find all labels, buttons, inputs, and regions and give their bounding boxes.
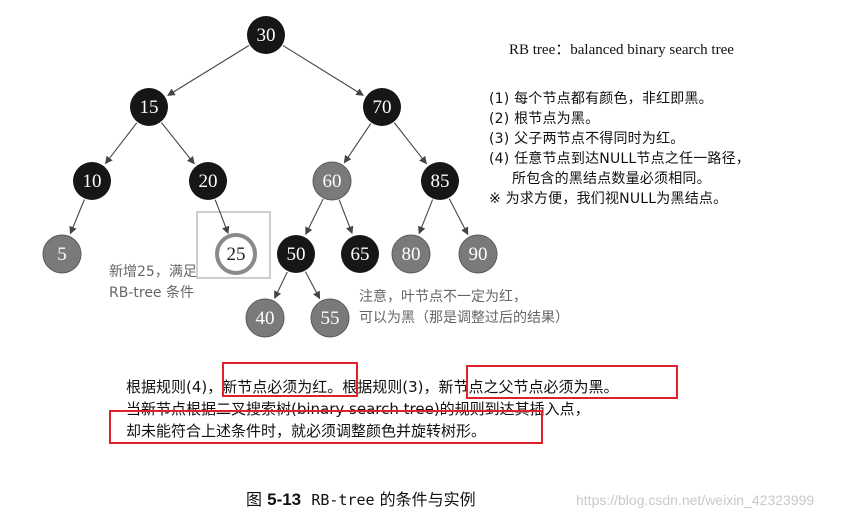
tree-node-circle-85 bbox=[421, 162, 459, 200]
bottom-line-1-highlight-a: 新节点必须为红 bbox=[222, 378, 328, 396]
caption-code: RB-tree bbox=[311, 491, 375, 509]
tree-node-label-55: 55 bbox=[321, 308, 340, 329]
tree-node-55: 55 bbox=[310, 298, 350, 338]
tree-node-label-20: 20 bbox=[199, 171, 218, 192]
tree-node-circle-30 bbox=[247, 16, 285, 54]
tree-node-circle-90 bbox=[458, 234, 498, 274]
tree-node-label-15: 15 bbox=[140, 97, 159, 118]
watermark: https://blog.csdn.net/weixin_42323999 bbox=[576, 492, 815, 508]
rule-4-continued: 所包含的黑结点数量必须相同。 bbox=[512, 171, 711, 187]
tree-node-circle-25 bbox=[215, 233, 257, 275]
tree-node-30: 30 bbox=[247, 16, 285, 54]
tree-edge-20-25 bbox=[214, 199, 230, 235]
bottom-line-1-part-a: 根据规则(4)， bbox=[126, 378, 223, 396]
tree-node-label-10: 10 bbox=[83, 171, 102, 192]
tree-node-label-60: 60 bbox=[323, 171, 342, 192]
tree-node-label-30: 30 bbox=[257, 25, 276, 46]
tree-node-circle-55 bbox=[310, 298, 350, 338]
tree-node-circle-80 bbox=[391, 234, 431, 274]
tree-edge-10-5 bbox=[69, 199, 85, 235]
leaf-note-line-2: 可以为黑（那是调整过后的结果） bbox=[359, 310, 569, 326]
tree-node-label-25: 25 bbox=[227, 244, 246, 265]
tree-node-50: 50 bbox=[277, 235, 315, 273]
leaf-note: 注意，叶节点不一定为红， 可以为黑（那是调整过后的结果） bbox=[359, 287, 569, 329]
tree-edge-60-50 bbox=[305, 198, 324, 235]
figure-caption: 图 5-13 RB-tree 的条件与实例 bbox=[246, 486, 476, 510]
tree-node-15: 15 bbox=[130, 88, 168, 126]
tree-edge-30-15 bbox=[167, 45, 250, 96]
tree-node-circle-5 bbox=[42, 234, 82, 274]
tree-node-80: 80 bbox=[391, 234, 431, 274]
bottom-line-2: 当新节点根据二叉搜索树(binary search tree)的规则到达其插入点… bbox=[126, 400, 590, 418]
bottom-line-1: 根据规则(4)，新节点必须为红。根据规则(3)，新节点之父节点必须为黑。 bbox=[126, 376, 619, 397]
bottom-line-1-part-c: 。根据规则(3)， bbox=[327, 378, 439, 396]
tree-node-label-80: 80 bbox=[402, 244, 421, 265]
tree-node-5: 5 bbox=[42, 234, 82, 274]
caption-number: 5-13 bbox=[267, 490, 302, 509]
tree-node-20: 20 bbox=[189, 162, 227, 200]
tree-node-10: 10 bbox=[73, 162, 111, 200]
highlight-box-adjust-rotate bbox=[109, 410, 543, 444]
bottom-line-3: 却未能符合上述条件时，就必须调整颜色并旋转树形。 bbox=[126, 422, 487, 440]
tree-edge-15-10 bbox=[104, 122, 138, 165]
tree-node-25: 25 bbox=[215, 233, 257, 275]
tree-node-circle-20 bbox=[189, 162, 227, 200]
rules-title: RB tree：balanced binary search tree bbox=[509, 42, 734, 58]
rule-2: (2) 根节点为黑。 bbox=[489, 111, 600, 127]
tree-edge-50-55 bbox=[304, 271, 321, 300]
highlight-box-parent-black bbox=[466, 365, 678, 399]
tree-node-label-40: 40 bbox=[256, 308, 275, 329]
tree-edge-15-20 bbox=[161, 122, 195, 165]
rule-4: (4) 任意节点到达NULL节点之任一路径， bbox=[489, 151, 750, 167]
tree-node-label-65: 65 bbox=[351, 244, 370, 265]
tree-node-circle-65 bbox=[341, 235, 379, 273]
tree-node-60: 60 bbox=[312, 161, 352, 201]
tree-node-label-50: 50 bbox=[287, 244, 306, 265]
tree-edge-85-90 bbox=[448, 198, 469, 236]
tree-edge-60-65 bbox=[338, 199, 354, 235]
tree-node-label-5: 5 bbox=[57, 244, 67, 265]
tree-node-70: 70 bbox=[363, 88, 401, 126]
tree-node-circle-15 bbox=[130, 88, 168, 126]
tree-edge-70-85 bbox=[393, 122, 427, 165]
tree-node-circle-60 bbox=[312, 161, 352, 201]
tree-node-label-85: 85 bbox=[431, 171, 450, 192]
tree-node-circle-10 bbox=[73, 162, 111, 200]
tree-node-circle-40 bbox=[245, 298, 285, 338]
tree-node-label-90: 90 bbox=[469, 244, 488, 265]
highlight-box-new-node-red bbox=[222, 362, 358, 397]
rule-note: ※ 为求方便，我们视NULL为黑结点。 bbox=[489, 191, 728, 207]
bottom-line-1-highlight-b: 新节点之父节点必须为黑。 bbox=[438, 378, 619, 396]
caption-suffix: 的条件与实例 bbox=[379, 490, 476, 509]
tree-node-85: 85 bbox=[421, 162, 459, 200]
new-node-note: 新增25，满足 RB-tree 条件 bbox=[109, 262, 197, 304]
rb-tree-diagram: 30 15 70 10 20 60 85 5 25 50 65 80 90 40 55 bbox=[42, 16, 498, 338]
tree-node-90: 90 bbox=[458, 234, 498, 274]
new-node-note-line-2: RB-tree 条件 bbox=[109, 285, 194, 301]
rule-3: (3) 父子两节点不得同时为红。 bbox=[489, 131, 685, 147]
tree-edge-85-80 bbox=[418, 199, 434, 235]
new-node-highlight-frame bbox=[196, 211, 271, 279]
tree-nodes: 30 15 70 10 20 60 85 5 25 50 65 80 90 40 55 bbox=[42, 16, 498, 338]
tree-edges bbox=[69, 45, 469, 300]
tree-node-label-70: 70 bbox=[373, 97, 392, 118]
caption-prefix: 图 bbox=[246, 490, 263, 509]
leaf-note-line-1: 注意，叶节点不一定为红， bbox=[359, 289, 527, 305]
rule-1: (1) 每个节点都有颜色，非红即黑。 bbox=[489, 91, 713, 107]
tree-node-65: 65 bbox=[341, 235, 379, 273]
tree-edge-50-40 bbox=[274, 271, 288, 299]
tree-edge-30-70 bbox=[282, 45, 364, 96]
tree-node-circle-50 bbox=[277, 235, 315, 273]
tree-node-circle-70 bbox=[363, 88, 401, 126]
tree-node-40: 40 bbox=[245, 298, 285, 338]
new-node-note-line-1: 新增25，满足 bbox=[109, 264, 197, 280]
tree-edge-70-60 bbox=[343, 123, 372, 164]
